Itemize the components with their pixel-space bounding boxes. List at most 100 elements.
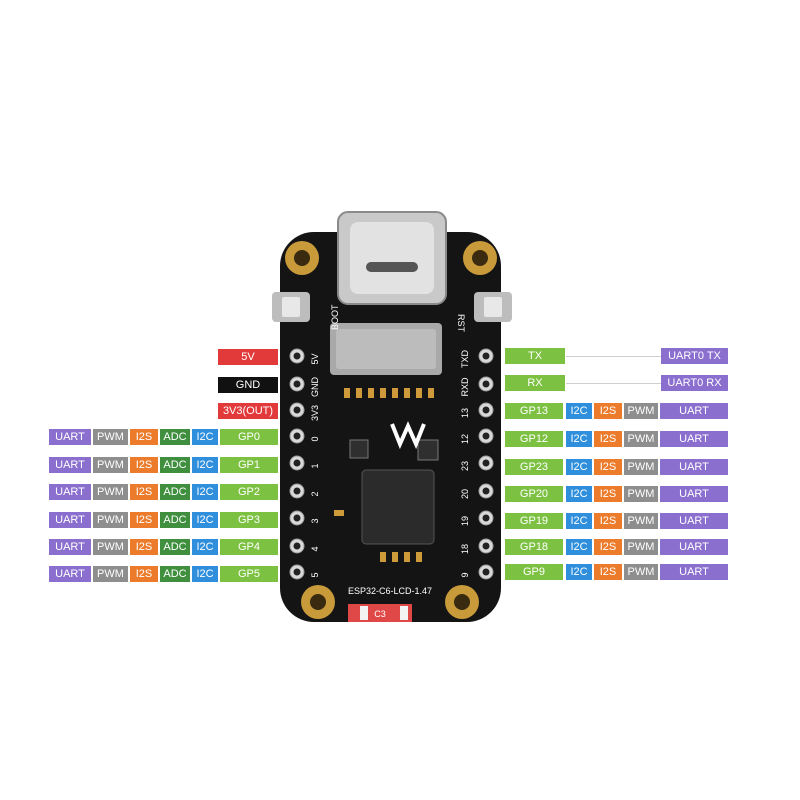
uart-tag: UART [49, 457, 91, 473]
right-silk-label: TXD [460, 349, 470, 368]
left-silk-label: 1 [310, 463, 320, 468]
left-silk-label: 4 [310, 546, 320, 551]
gpio-label-gp18: GP18 [505, 539, 563, 555]
i2c-tag: I2C [566, 431, 592, 447]
pwm-tag: PWM [93, 539, 128, 555]
rst-silk-label: RST [456, 314, 466, 333]
adc-tag: ADC [160, 484, 190, 500]
right-header-pins [478, 348, 494, 580]
gpio-label-gp20: GP20 [505, 486, 563, 502]
uart-pin-rx: RX [505, 375, 565, 391]
i2s-tag: I2S [594, 564, 622, 580]
uart-tag: UART [49, 539, 91, 555]
header-pin-hole [482, 380, 490, 388]
i2s-tag: I2S [130, 484, 158, 500]
right-silk-label: 23 [460, 461, 470, 471]
power-5v-label: 5V [218, 349, 278, 365]
header-pin-hole [293, 542, 301, 550]
pwm-tag: PWM [624, 539, 658, 555]
left-silk-label: 2 [310, 491, 320, 496]
gpio-label-gp5: GP5 [220, 566, 278, 582]
adc-tag: ADC [160, 539, 190, 555]
i2s-tag: I2S [594, 513, 622, 529]
pwm-tag: PWM [93, 429, 128, 445]
i2c-tag: I2C [566, 403, 592, 419]
header-pin-hole [482, 487, 490, 495]
connector-line [566, 383, 661, 384]
header-pin-hole [293, 380, 301, 388]
header-pin-hole [293, 406, 301, 414]
usb-c-shell-inner [350, 222, 434, 294]
i2c-tag: I2C [566, 486, 592, 502]
left-silk-label: 5 [310, 572, 320, 577]
gpio-label-gp19: GP19 [505, 513, 563, 529]
header-pin-hole [482, 352, 490, 360]
uart-tag: UART [660, 486, 728, 502]
power-gnd-label: GND [218, 377, 278, 393]
header-pin-hole [293, 352, 301, 360]
pwm-tag: PWM [624, 564, 658, 580]
i2s-tag: I2S [130, 539, 158, 555]
i2s-tag: I2S [594, 431, 622, 447]
header-pin-hole [482, 406, 490, 414]
gpio-label-gp9: GP9 [505, 564, 563, 580]
header-pin-hole [482, 459, 490, 467]
chip-badge-text: C3 [374, 609, 386, 619]
gpio-label-gp0: GP0 [220, 429, 278, 445]
i2s-tag: I2S [594, 403, 622, 419]
i2s-tag: I2S [130, 512, 158, 528]
header-pin-hole [293, 514, 301, 522]
right-silk-label: 13 [460, 408, 470, 418]
uart-tag: UART [660, 403, 728, 419]
header-pin-hole [482, 568, 490, 576]
i2c-tag: I2C [566, 513, 592, 529]
gpio-label-gp23: GP23 [505, 459, 563, 475]
header-pin-hole [293, 487, 301, 495]
uart-tag: UART [660, 564, 728, 580]
usb-c-port [366, 262, 418, 272]
i2c-tag: I2C [192, 484, 218, 500]
pwm-tag: PWM [624, 431, 658, 447]
adc-tag: ADC [160, 566, 190, 582]
gpio-label-gp4: GP4 [220, 539, 278, 555]
i2c-tag: I2C [192, 566, 218, 582]
i2c-tag: I2C [566, 564, 592, 580]
header-pin-hole [482, 514, 490, 522]
uart-tag: UART [660, 539, 728, 555]
i2s-tag: I2S [594, 486, 622, 502]
main-chip [361, 469, 435, 545]
uart-tag: UART [49, 512, 91, 528]
left-silk-label: 3V3 [310, 405, 320, 421]
i2c-tag: I2C [566, 459, 592, 475]
uart-pin-tx: TX [505, 348, 565, 364]
connector-line [566, 356, 661, 357]
adc-tag: ADC [160, 457, 190, 473]
i2c-tag: I2C [192, 539, 218, 555]
adc-tag: ADC [160, 429, 190, 445]
left-silk-label: GND [310, 377, 320, 398]
i2c-tag: I2C [192, 512, 218, 528]
header-pin-hole [293, 432, 301, 440]
i2s-tag: I2S [130, 457, 158, 473]
header-pin-hole [482, 432, 490, 440]
left-silk-label: 0 [310, 436, 320, 441]
uart-tag: UART [49, 429, 91, 445]
pwm-tag: PWM [624, 403, 658, 419]
model-silk-label: ESP32-C6-LCD-1.47 [348, 586, 432, 596]
pwm-tag: PWM [624, 513, 658, 529]
uart-tag: UART [660, 513, 728, 529]
i2s-tag: I2S [594, 539, 622, 555]
uart-tag: UART [49, 484, 91, 500]
right-silk-label: 9 [460, 572, 470, 577]
right-silk-label: RXD [460, 377, 470, 397]
boot-silk-label: BOOT [330, 304, 340, 330]
uart0-func-tx: UART0 TX [661, 348, 728, 364]
gpio-label-gp1: GP1 [220, 457, 278, 473]
gpio-label-gp12: GP12 [505, 431, 563, 447]
pwm-tag: PWM [624, 486, 658, 502]
uart-tag: UART [660, 459, 728, 475]
waveshare-logo-icon [390, 421, 426, 450]
header-pin-hole [482, 542, 490, 550]
